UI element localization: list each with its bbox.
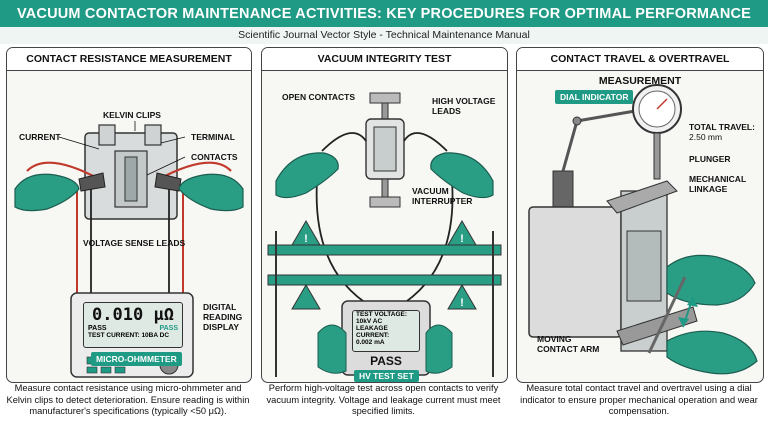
svg-text:!: ! [304, 233, 308, 245]
hv-pass-result: PASS [370, 354, 402, 368]
pass-indicator-left: PASS [88, 325, 107, 332]
label-arm-line2: CONTACT ARM [537, 344, 600, 354]
pass-row: PASS PASS [84, 325, 182, 332]
label-travel-line1: TOTAL TRAVEL: [689, 122, 755, 132]
description-contact-resistance: Measure contact resistance using micro-o… [6, 383, 250, 416]
label-contacts: CONTACTS [191, 152, 238, 162]
title-bar: VACUUM CONTACTOR MAINTENANCE ACTIVITIES:… [0, 0, 768, 27]
leakage-current-label: LEAKAGE CURRENT: [356, 325, 390, 339]
test-current-readout: TEST CURRENT: 10BA DC [88, 332, 170, 339]
label-display-line3: DISPLAY [203, 322, 240, 332]
label-kelvin-clips: KELVIN CLIPS [103, 110, 161, 120]
label-hv-line1: HIGH VOLTAGE [432, 96, 496, 106]
label-linkage-line2: LINKAGE [689, 184, 728, 194]
label-vacuum-interrupter: VACUUM INTERRUPTER [412, 186, 472, 206]
label-hv-test-set: HV TEST SET [354, 370, 419, 382]
contact-travel-illustration [528, 84, 758, 375]
panel-title: CONTACT RESISTANCE MEASUREMENT [7, 48, 251, 71]
hv-test-screen: TEST VOLTAGE: 10kV AC LEAKAGE CURRENT: 0… [352, 310, 420, 352]
label-terminal: TERMINAL [191, 132, 235, 142]
label-hv-line2: LEADS [432, 106, 461, 116]
label-vi-line2: INTERRUPTER [412, 196, 473, 206]
svg-text:!: ! [460, 233, 464, 245]
description-vacuum-integrity: Perform high-voltage test across open co… [266, 383, 501, 416]
pass-indicator-right: PASS [159, 325, 178, 332]
leakage-current-value: 0.002 mA [356, 339, 385, 346]
panel-title: VACUUM INTEGRITY TEST [262, 48, 507, 71]
svg-text:!: ! [460, 297, 464, 309]
label-display-line1: DIGITAL [203, 302, 237, 312]
label-travel-line2: 2.50 mm [689, 132, 723, 142]
resistance-reading: 0.010 μΩ [92, 305, 174, 325]
label-high-voltage-leads: HIGH VOLTAGE LEADS [432, 96, 495, 116]
description-contact-travel: Measure total contact travel and overtra… [520, 383, 758, 416]
panel-vacuum-integrity: VACUUM INTEGRITY TEST ! ! ! OP [261, 47, 508, 383]
label-open-contacts: OPEN CONTACTS [282, 92, 356, 102]
label-arm-line1: MOVING [537, 334, 572, 344]
label-micro-ohmmeter: MICRO-OHMMETER [91, 352, 182, 366]
label-digital-reading-display: DIGITAL READING DISPLAY [203, 302, 242, 332]
page-title: VACUUM CONTACTOR MAINTENANCE ACTIVITIES:… [16, 5, 752, 22]
label-mechanical-linkage: MECHANICAL LINKAGE [689, 174, 746, 194]
ohmmeter-screen: 0.010 μΩ PASS PASS TEST CURRENT: 10BA DC [83, 302, 183, 348]
label-total-travel: TOTAL TRAVEL: 2.50 mm [689, 122, 755, 142]
label-dial-indicator: DIAL INDICATOR [555, 90, 634, 104]
test-voltage-value: 10kV AC [356, 318, 383, 325]
page-subtitle: Scientific Journal Vector Style - Techni… [0, 27, 768, 44]
label-vi-line1: VACUUM [412, 186, 449, 196]
label-plunger: PLUNGER [689, 154, 731, 164]
test-voltage-label: TEST VOLTAGE: [356, 311, 408, 318]
label-current: CURRENT [19, 132, 61, 142]
panel-contact-resistance: CONTACT RESISTANCE MEASUREMENT [6, 47, 252, 383]
label-linkage-line1: MECHANICAL [689, 174, 747, 184]
panel-title: CONTACT TRAVEL & OVERTRAVEL MEASUREMENT [517, 48, 763, 87]
label-voltage-sense-leads: VOLTAGE SENSE LEADS [83, 238, 186, 248]
label-display-line2: READING [203, 312, 243, 322]
panel-contact-travel: CONTACT TRAVEL & OVERTRAVEL MEASUREMENT … [516, 47, 764, 383]
label-moving-contact-arm: MOVING CONTACT ARM [537, 334, 599, 354]
